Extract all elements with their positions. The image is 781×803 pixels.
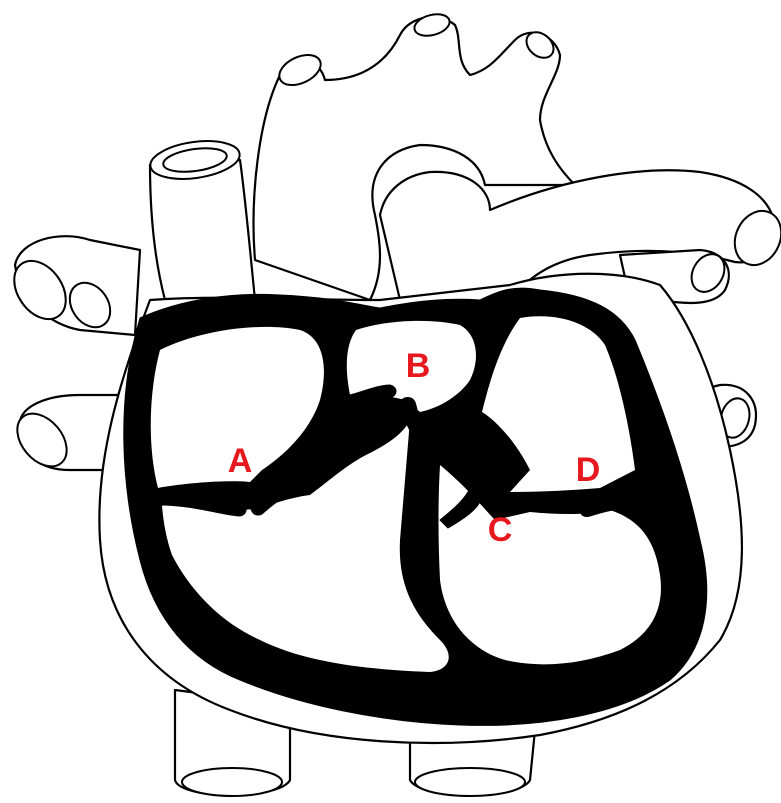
inferior-vena-cava-opening xyxy=(182,768,282,796)
descending-aorta-opening xyxy=(415,768,525,796)
label-a: A xyxy=(228,442,253,480)
label-c: C xyxy=(488,511,513,549)
label-d: D xyxy=(576,451,601,489)
label-b: B xyxy=(406,347,431,385)
superior-vena-cava xyxy=(150,160,255,300)
